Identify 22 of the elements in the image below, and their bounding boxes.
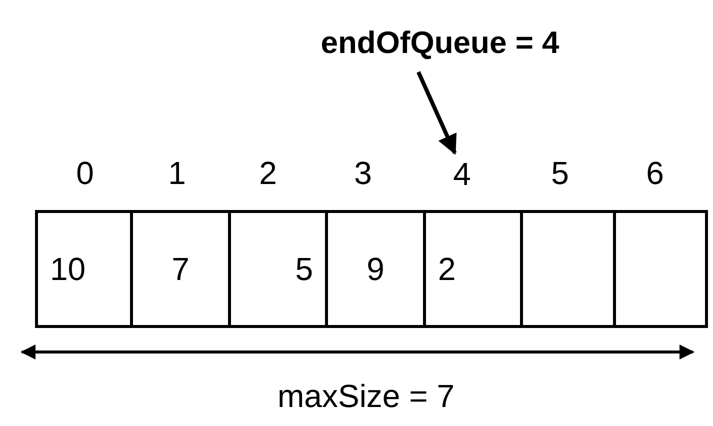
cell-value: 9: [366, 250, 384, 288]
cell-value: 7: [172, 250, 190, 288]
index-number: 4: [453, 156, 471, 192]
empty-array-cell: [613, 210, 708, 328]
array-cell: [325, 210, 426, 328]
size-label: maxSize = 7: [278, 378, 454, 415]
index-label: 1: [168, 155, 186, 192]
array-cell: [35, 210, 133, 328]
index-label: 6: [646, 155, 664, 192]
index-label: 2: [259, 155, 277, 192]
array-cell: [130, 210, 231, 328]
array-cell: [423, 210, 523, 328]
arrow: [416, 71, 457, 155]
cell-value: 5: [295, 250, 313, 288]
index-label: 0: [76, 155, 94, 192]
index-label: 5: [551, 155, 569, 192]
index-label: 3: [354, 155, 372, 192]
empty-array-cell: [520, 210, 616, 328]
array-cell: [228, 210, 328, 328]
cell-value: 2: [438, 250, 456, 288]
variable-text: endOfQueue = 4: [320, 25, 560, 61]
cell-value: 10: [50, 250, 86, 288]
